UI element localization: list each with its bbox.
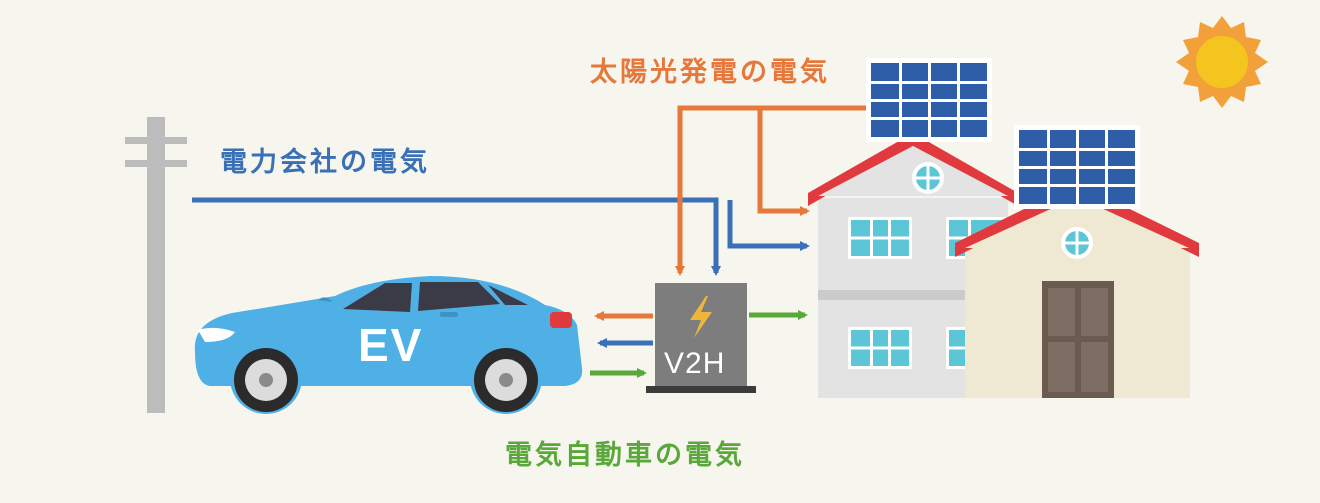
solar-panel-icon (1014, 125, 1140, 209)
solar-flow-arrows (594, 105, 866, 321)
utility-power-label: 電力会社の電気 (220, 147, 430, 178)
sun-icon (1176, 16, 1268, 108)
solar-panel-icon (866, 58, 992, 142)
ev-power-label: 電気自動車の電気 (505, 440, 745, 471)
solar-power-label: 太陽光発電の電気 (590, 57, 830, 88)
lightning-bolt-icon (690, 296, 712, 338)
utility-flow-arrows (192, 197, 810, 348)
electric-car-icon (194, 276, 583, 414)
v2h-label: V2H (664, 347, 726, 380)
ev-flow-arrows (590, 310, 808, 378)
utility-pole-icon (125, 117, 187, 413)
house-icon (955, 183, 1199, 398)
ev-car-label: EV (358, 319, 424, 371)
v2h-charger-icon (646, 283, 756, 393)
